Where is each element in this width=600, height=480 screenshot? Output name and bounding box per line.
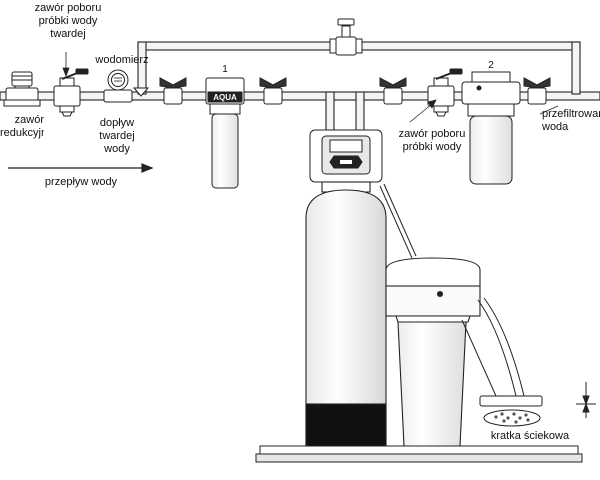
flow-arrow	[8, 163, 154, 173]
leader-lines	[62, 52, 559, 123]
label-reducing-valve: zawór redukcyjny	[0, 114, 44, 139]
filter-1	[205, 77, 245, 189]
check-valve	[132, 87, 150, 97]
resin-tank	[305, 181, 387, 447]
label-hard-water-inlet: dopływ twardej wody	[99, 117, 135, 155]
control-valve-head	[309, 129, 383, 183]
label-softened-water-sample-valve: zawór poboru próbki wody	[398, 128, 466, 153]
label-filtered-water: przefiltrowana woda	[542, 108, 600, 133]
filter-1-brand: AQUA	[213, 93, 237, 102]
label-floor-drain: kratka ściekowa	[490, 430, 570, 442]
filter-2-number: 2	[488, 60, 494, 71]
air-gap-marker	[576, 382, 596, 418]
brine-tank	[385, 257, 481, 447]
filter-1-number: 1	[222, 64, 228, 75]
reducing-valve	[3, 71, 41, 107]
water-meter	[103, 69, 133, 103]
floor-base	[255, 445, 583, 463]
brine-line	[379, 183, 417, 259]
label-hard-water-sample-valve: zawór poboru próbki wody twardej	[34, 2, 102, 40]
bypass-valve	[329, 18, 363, 56]
label-water-meter: wodomierz	[95, 54, 149, 66]
shutoff-valves	[159, 77, 551, 105]
hard-water-sample-valve	[53, 68, 89, 117]
label-flow-direction: przepływ wody	[44, 176, 118, 188]
floor-drain	[479, 395, 543, 427]
filter-2	[461, 71, 521, 185]
main-pipe	[0, 91, 600, 101]
drain-lines	[461, 297, 525, 397]
